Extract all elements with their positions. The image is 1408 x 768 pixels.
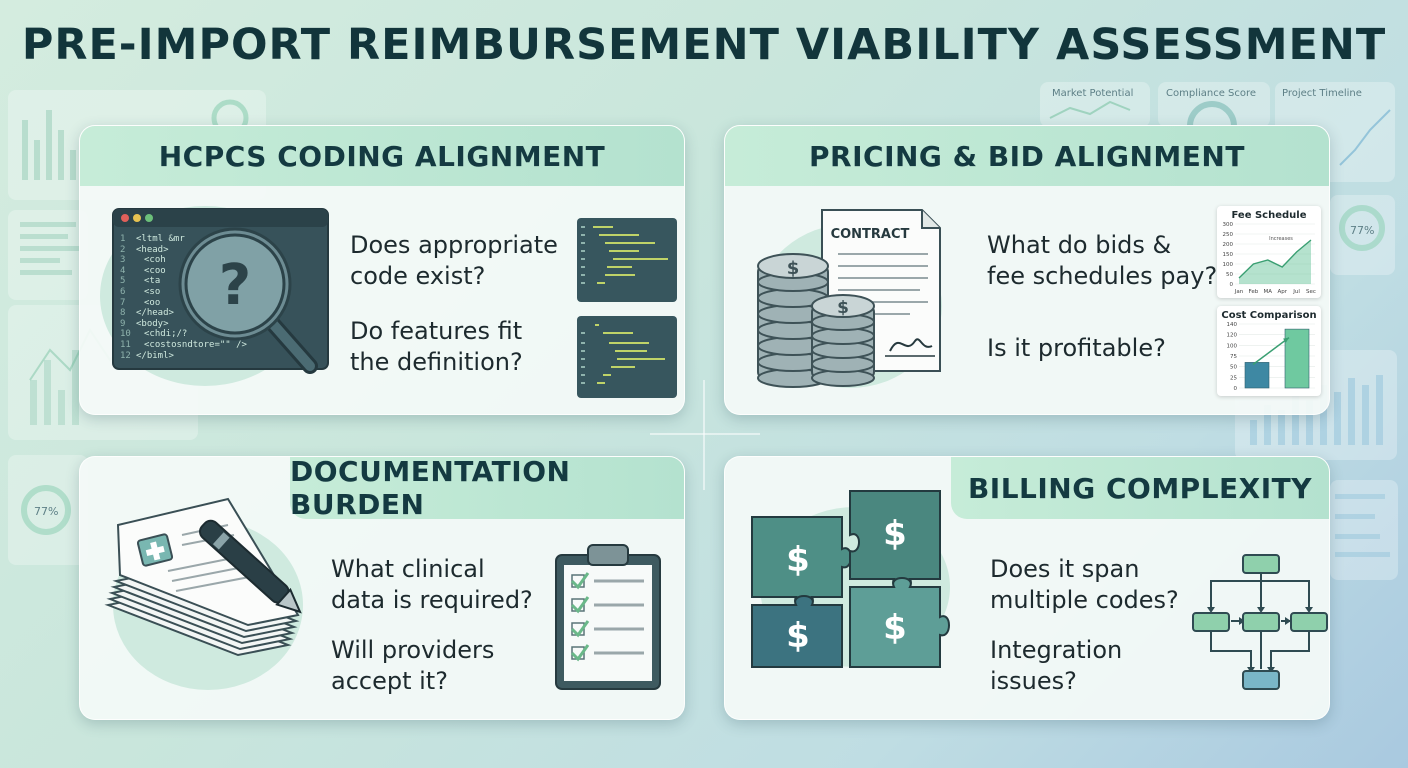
svg-text:$: $ xyxy=(786,540,810,580)
panel-billing-header: BILLING COMPLEXITY xyxy=(951,457,1329,519)
code-line: 2<head> xyxy=(120,244,169,255)
code-line: 12</biml> xyxy=(120,350,174,361)
contract-coins-icon: CONTRACT $ xyxy=(757,209,942,388)
fee-xtick: Sec xyxy=(1306,289,1316,295)
bg-label-gauge-right: 77% xyxy=(1350,224,1375,237)
svg-text:$: $ xyxy=(837,298,849,318)
panel-pricing-header: PRICING & BID ALIGNMENT xyxy=(725,126,1329,186)
cost-ytick: 50 xyxy=(1230,365,1237,371)
bg-label-compliance: Compliance Score xyxy=(1166,88,1257,99)
code-line: 10<chdi;/? xyxy=(120,329,188,340)
cost-ytick: 0 xyxy=(1234,386,1238,392)
puzzle-dollar-icon: $ $ $ $ xyxy=(751,490,950,668)
fee-xtick: Feb xyxy=(1249,289,1259,295)
code-line: 7<oo xyxy=(120,297,161,308)
contract-label: CONTRACT xyxy=(831,227,910,242)
fee-area xyxy=(1239,240,1311,284)
bg-label-gauge-left: 77% xyxy=(34,505,59,518)
cost-comparison-svg: 140 120 100 75 50 25 0 xyxy=(1227,322,1315,392)
bg-widget-market xyxy=(1040,82,1150,127)
fee-ytick: 200 xyxy=(1223,242,1234,248)
code-line: 8</head> xyxy=(120,308,174,319)
panel-documentation-header: DOCUMENTATION BURDEN xyxy=(290,457,684,521)
cost-ytick: 25 xyxy=(1230,375,1237,381)
clipboard-checklist-icon xyxy=(555,544,661,690)
fee-annotation: Increases xyxy=(1269,236,1293,242)
svg-text:$: $ xyxy=(787,258,800,279)
code-line: 4<coo xyxy=(120,265,166,276)
cost-ytick: 120 xyxy=(1227,333,1238,339)
fee-xtick: MA xyxy=(1264,289,1273,295)
panel-pricing: PRICING & BID ALIGNMENT CONTRACT $ xyxy=(724,125,1330,415)
code-line: 3<coh xyxy=(120,255,166,266)
svg-text:$: $ xyxy=(883,608,907,648)
panel-coding-header: HCPCS CODING ALIGNMENT xyxy=(80,126,684,186)
fee-xtick: Jan xyxy=(1234,289,1244,295)
fee-ytick: 150 xyxy=(1223,252,1234,258)
cost-comparison-chart: Cost Comparison 140 120 100 75 50 25 0 xyxy=(1217,306,1321,396)
code-lines: 1<ltml &mr 2<head> 3<coh 4<coo 5<ta 6<so… xyxy=(120,234,247,361)
pricing-question-1: What do bids &fee schedules pay? xyxy=(987,231,1218,290)
cost-bar xyxy=(1244,362,1270,389)
code-line: 1<ltml &mr xyxy=(120,234,185,244)
panel-coding: HCPCS CODING ALIGNMENT 1<ltml &mr 2<head… xyxy=(79,125,685,415)
fee-xtick: Jul xyxy=(1292,289,1300,295)
fee-schedule-title: Fee Schedule xyxy=(1231,210,1307,221)
fee-ytick: 300 xyxy=(1223,222,1234,228)
cost-bar xyxy=(1284,328,1310,389)
flowchart-icon xyxy=(1192,554,1328,690)
cost-comparison-title: Cost Comparison xyxy=(1221,310,1317,321)
cost-trend-arrow xyxy=(1252,337,1290,366)
pricing-question-2: Is it profitable? xyxy=(987,334,1166,362)
bg-label-timeline: Project Timeline xyxy=(1282,88,1362,99)
code-line: 11<costosndtore="" /> xyxy=(120,339,247,350)
code-line: 9<body> xyxy=(120,318,169,329)
cost-ytick: 100 xyxy=(1227,343,1238,349)
fee-ytick: 250 xyxy=(1223,232,1234,238)
svg-text:$: $ xyxy=(786,616,810,656)
cost-ytick: 75 xyxy=(1230,354,1237,360)
svg-text:$: $ xyxy=(883,514,907,554)
bg-label-market: Market Potential xyxy=(1052,88,1134,99)
code-snippet-2 xyxy=(577,316,677,398)
fee-line xyxy=(1238,239,1312,279)
svg-text:?: ? xyxy=(219,253,251,318)
fee-ytick: 0 xyxy=(1230,282,1234,288)
fee-ytick: 100 xyxy=(1223,262,1234,268)
cost-ytick: 140 xyxy=(1227,322,1238,328)
fee-xtick: Apr xyxy=(1277,289,1287,295)
cost-arrow-head xyxy=(1283,337,1289,343)
documents-pen-icon xyxy=(104,497,303,690)
magnifying-glass-icon: ? xyxy=(178,227,318,374)
code-line: 6<so xyxy=(120,286,161,297)
fee-ytick: 50 xyxy=(1226,272,1233,278)
code-line: 5<ta xyxy=(120,276,161,287)
code-snippet-1 xyxy=(577,218,677,302)
page-title: PRE-IMPORT REIMBURSEMENT VIABILITY ASSES… xyxy=(21,20,1387,70)
